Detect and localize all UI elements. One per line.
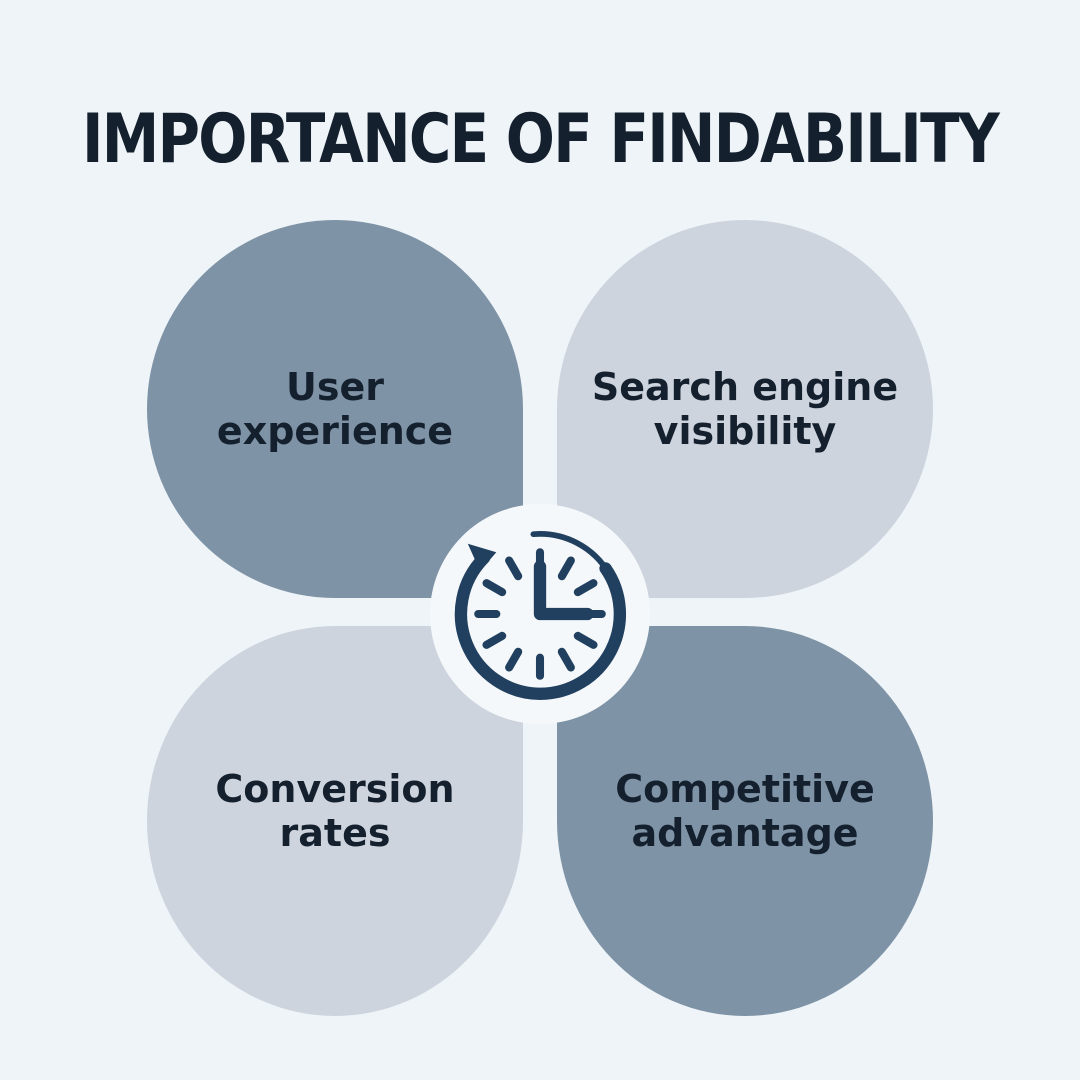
petal-label-line: Conversion bbox=[215, 766, 455, 811]
petal-user-experience: User experience bbox=[147, 220, 523, 598]
petal-label-line: Competitive bbox=[615, 766, 875, 811]
center-hub bbox=[430, 504, 650, 724]
petal-label-line: rates bbox=[279, 811, 391, 855]
petal-conversion-rates-label: Conversion rates bbox=[215, 767, 454, 855]
petal-label-line: User bbox=[286, 364, 384, 409]
petal-label-line: experience bbox=[216, 409, 454, 453]
petal-conversion-rates: Conversion rates bbox=[147, 626, 523, 1016]
petal-competitive-advantage: Competitive advantage bbox=[557, 626, 933, 1016]
petal-competitive-advantage-label: Competitive advantage bbox=[615, 767, 875, 855]
page-title: IMPORTANCE OF FINDABILITY bbox=[81, 100, 1000, 179]
petal-user-experience-label: User experience bbox=[217, 365, 453, 453]
petal-label-line: visibility bbox=[653, 409, 837, 453]
petal-search-engine-visibility-label: Search engine visibility bbox=[592, 365, 898, 453]
petal-search-engine-visibility: Search engine visibility bbox=[557, 220, 933, 598]
petal-label-line: Search engine bbox=[591, 364, 899, 409]
petal-label-line: advantage bbox=[631, 811, 859, 855]
clock-rotation-icon bbox=[454, 531, 627, 700]
